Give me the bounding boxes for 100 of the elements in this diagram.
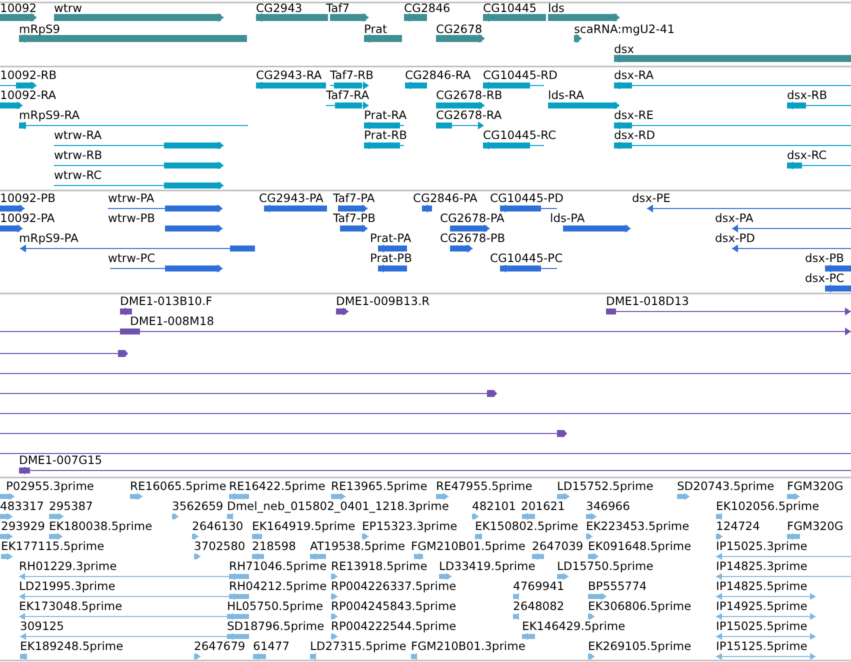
feature-label: 218598 — [252, 540, 296, 553]
feature-label: EK150802.5prime — [475, 520, 578, 533]
feature-label: IP14925.5prime — [716, 600, 808, 613]
feature-label: FGM210B01.3prime — [411, 640, 526, 653]
feature-label: CG2678-RB — [436, 89, 502, 102]
feature-label: Taf7 — [326, 2, 350, 15]
feature-label: RH71046.5prime — [229, 560, 327, 573]
feature-label: EK223453.5prime — [586, 520, 690, 533]
feature-label: CG2943 — [256, 2, 302, 15]
feature-label: IP14825.3prime — [716, 560, 808, 573]
feature-label: CG10445-PD — [490, 192, 564, 205]
feature-label: CG10445-RC — [483, 129, 556, 142]
feature-label: SD20743.5prime — [677, 480, 774, 493]
feature-label: 483317 — [0, 500, 44, 513]
feature-label: DME1-008M18 — [130, 315, 214, 328]
feature-label: 346966 — [586, 500, 630, 513]
feature-label: dsx-PD — [715, 232, 756, 245]
feature-label: 293929 — [1, 520, 45, 533]
feature-label: 2646130 — [192, 520, 244, 533]
feature-label: FGM320G — [787, 520, 844, 533]
feature-label: DME1-013B10.F — [120, 295, 212, 308]
feature-label: CG2943-RA — [256, 69, 322, 82]
feature-label: 61477 — [253, 640, 290, 653]
feature-label: IP14825.5prime — [716, 580, 808, 593]
feature-label: EK173048.5prime — [19, 600, 122, 613]
feature-label: dsx-PC — [805, 272, 844, 285]
feature-label: EK269105.5prime — [588, 640, 692, 653]
feature-label: 295387 — [49, 500, 93, 513]
feature-label: RE16065.5prime — [130, 480, 226, 493]
feature-label: CG2943-PA — [259, 192, 324, 205]
feature-label: Taf7-RA — [326, 89, 370, 102]
feature-label: mRpS9-RA — [19, 109, 80, 122]
feature-label: scaRNA:mgU2-41 — [574, 23, 675, 36]
feature-label: LD21995.3prime — [19, 580, 116, 593]
feature-label: IP15025.5prime — [716, 620, 808, 633]
feature-label: EK102056.5prime — [716, 500, 820, 513]
feature-label: 10092-RA — [0, 89, 56, 102]
feature-label: mRpS9 — [19, 23, 60, 36]
feature-label: EK146429.5prime — [522, 620, 626, 633]
feature-label: dsx-PB — [805, 252, 844, 265]
feature-label: DME1-007G15 — [19, 454, 102, 467]
feature-label: 3562659 — [172, 500, 224, 513]
feature-label: wtrw — [54, 2, 82, 15]
feature-label: FGM210B01.5prime — [411, 540, 526, 553]
feature-label: dsx-PA — [715, 212, 754, 225]
feature-label: Prat-RB — [364, 129, 408, 142]
feature-label: RH01229.3prime — [19, 560, 117, 573]
feature-label: AT19538.5prime — [310, 540, 406, 553]
feature-label: IP15025.3prime — [716, 540, 808, 553]
feature-label: CG2846-PA — [413, 192, 478, 205]
feature-label: 201621 — [521, 500, 565, 513]
feature-label: 3702580 — [194, 540, 246, 553]
feature-label: RH04212.5prime — [229, 580, 327, 593]
feature-label: 10092 — [0, 2, 37, 15]
feature-label: dsx-RD — [614, 129, 656, 142]
feature-label: 482101 — [472, 500, 516, 513]
feature-label: IP15125.5prime — [716, 640, 808, 653]
feature-label: Taf7-PB — [333, 212, 376, 225]
feature-label: dsx-RB — [787, 89, 828, 102]
feature-label: EK164919.5prime — [252, 520, 356, 533]
feature-label: FGM320G — [787, 480, 844, 493]
feature-label: RE13965.5prime — [331, 480, 428, 493]
feature-label: CG2846-RA — [405, 69, 471, 82]
feature-label: RE47955.5prime — [436, 480, 532, 493]
feature-label: 2647039 — [532, 540, 584, 553]
feature-label: Taf7-PA — [333, 192, 375, 205]
feature-label: CG10445 — [483, 2, 537, 15]
feature-label: dsx — [614, 43, 634, 56]
feature-label: dsx-RA — [614, 69, 654, 82]
feature-label: EK306806.5prime — [588, 600, 692, 613]
feature-label: BP555774 — [588, 580, 647, 593]
feature-label: Taf7-RB — [330, 69, 374, 82]
feature-label: EK177115.5prime — [1, 540, 104, 553]
feature-label: lds-PA — [550, 212, 585, 225]
feature-label: EK180038.5prime — [49, 520, 152, 533]
feature-label: Dmel_neb_015802_0401_1218.3prime — [227, 500, 449, 513]
feature-label: 10092-RB — [0, 69, 57, 82]
feature-label: CG2678-PB — [440, 232, 506, 245]
feature-label: lds — [548, 2, 564, 15]
feature-label: DME1-018D13 — [606, 295, 689, 308]
feature-label: LD15752.5prime — [557, 480, 654, 493]
feature-label: CG2678 — [436, 23, 482, 36]
feature-label: SD18796.5prime — [227, 620, 324, 633]
feature-label: Prat-RA — [364, 109, 407, 122]
feature-label: 2648082 — [513, 600, 564, 613]
feature-label: EP15323.3prime — [362, 520, 458, 533]
feature-label: dsx-RE — [614, 109, 654, 122]
feature-label: CG10445-RD — [483, 69, 558, 82]
feature-label: lds-RA — [548, 89, 584, 102]
feature-label: 124724 — [716, 520, 760, 533]
feature-label: mRpS9-PA — [19, 232, 78, 245]
feature-label: wtrw-PC — [108, 252, 156, 265]
feature-label: RP004222544.5prime — [331, 620, 456, 633]
feature-label: wtrw-PA — [108, 192, 154, 205]
feature-label: 309125 — [20, 620, 64, 633]
feature-label: 10092-PA — [0, 212, 55, 225]
feature-label: LD15750.5prime — [557, 560, 654, 573]
feature-label: DME1-009B13.R — [336, 295, 430, 308]
feature-label: 2647679 — [194, 640, 246, 653]
feature-label: P02955.3prime — [6, 480, 94, 493]
